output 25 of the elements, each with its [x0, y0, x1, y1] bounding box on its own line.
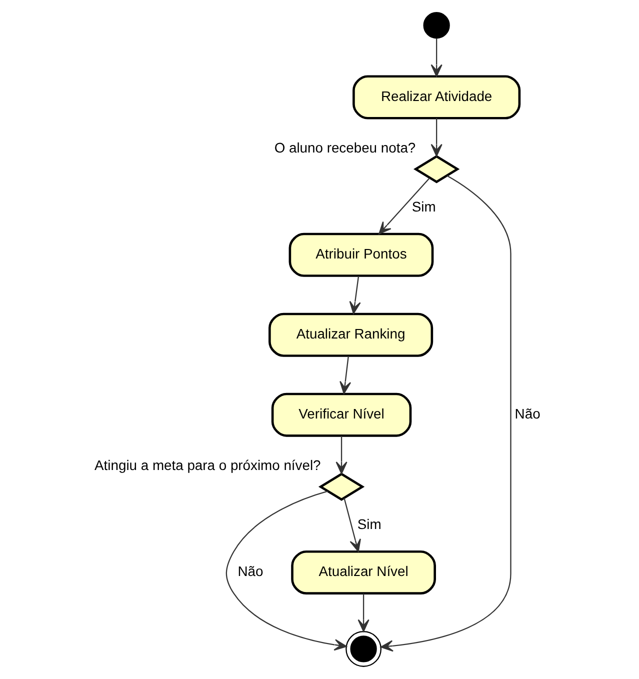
node-box: Atualizar Ranking [268, 312, 434, 357]
node-circle [423, 12, 450, 39]
node-circle [346, 631, 382, 667]
arrow [380, 175, 512, 652]
edge-label: Não [238, 563, 264, 580]
arrow [430, 118, 442, 157]
arrow [430, 38, 442, 77]
node-label: O aluno recebeu nota? [274, 139, 416, 156]
arrow [344, 498, 361, 552]
edge-label: Sim [412, 198, 436, 215]
edge-label: Sim [357, 516, 382, 532]
arrow [336, 436, 348, 474]
arrow [340, 356, 352, 394]
edge-label: Não [514, 405, 540, 422]
node-box: Atualizar Nível [291, 550, 436, 594]
node-diamond [318, 472, 365, 501]
node-diamond [413, 155, 460, 184]
arrow [358, 594, 370, 632]
arrow [349, 276, 361, 314]
node-box: Realizar Atividade [352, 75, 521, 120]
node-box: Atribuir Pontos [288, 232, 434, 277]
node-box: Verificar Nível [271, 392, 412, 437]
arrow [378, 178, 430, 234]
node-label: Atingiu a meta para o próximo nível? [94, 457, 321, 474]
arrow [226, 490, 347, 651]
